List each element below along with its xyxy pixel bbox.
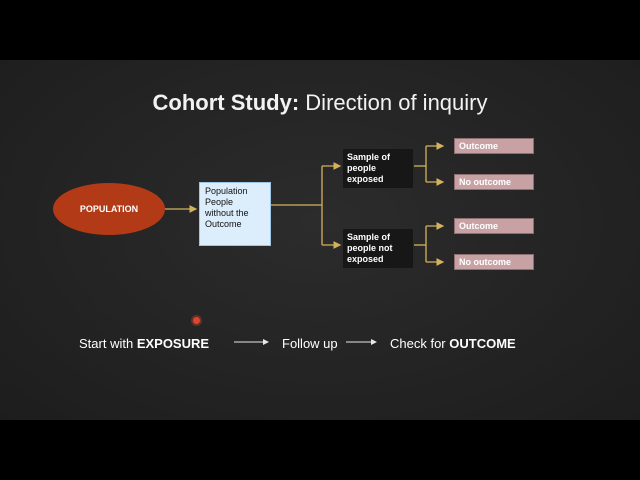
title-rest: Direction of inquiry (305, 90, 488, 115)
flow-step-follow-up: Follow up (282, 336, 338, 351)
flow-start-prefix: Start with (79, 336, 134, 351)
sample-line: Sample of (347, 152, 391, 162)
population-without-outcome-box: Population People without the Outcome (199, 182, 271, 246)
population-ellipse: POPULATION (53, 183, 165, 235)
sample-not-exposed-box: Sample of people not exposed (343, 229, 413, 268)
pop-box-line: without the (205, 208, 249, 218)
sample-line: exposed (347, 174, 384, 184)
flow-step-outcome: Check for OUTCOME (390, 336, 516, 351)
sample-exposed-box: Sample of people exposed (343, 149, 413, 188)
laser-pointer-dot (193, 317, 200, 324)
flow-start-bold: EXPOSURE (136, 336, 210, 351)
not-exposed-no-outcome-box: No outcome (454, 254, 534, 270)
exposed-no-outcome-box: No outcome (454, 174, 534, 190)
connector-arrows (165, 142, 445, 345)
sample-line: people not (347, 243, 393, 253)
flow-end-prefix: Check for (390, 336, 446, 351)
slide-title: Cohort Study: Direction of inquiry (0, 90, 640, 116)
population-label: POPULATION (79, 204, 139, 214)
sample-line: Sample of (347, 232, 391, 242)
exposed-outcome-box: Outcome (454, 138, 534, 154)
flow-step-exposure: Start with EXPOSURE (79, 336, 209, 351)
pop-box-line: People (205, 197, 234, 207)
pop-box-line: Outcome (205, 219, 242, 229)
pop-box-line: Population (205, 186, 248, 196)
sample-line: exposed (347, 254, 384, 264)
sample-line: people (347, 163, 377, 173)
slide: Cohort Study: Direction of inquiry (0, 60, 640, 420)
flow-end-bold: OUTCOME (449, 336, 516, 351)
title-bold: Cohort Study: (152, 90, 300, 115)
not-exposed-outcome-box: Outcome (454, 218, 534, 234)
